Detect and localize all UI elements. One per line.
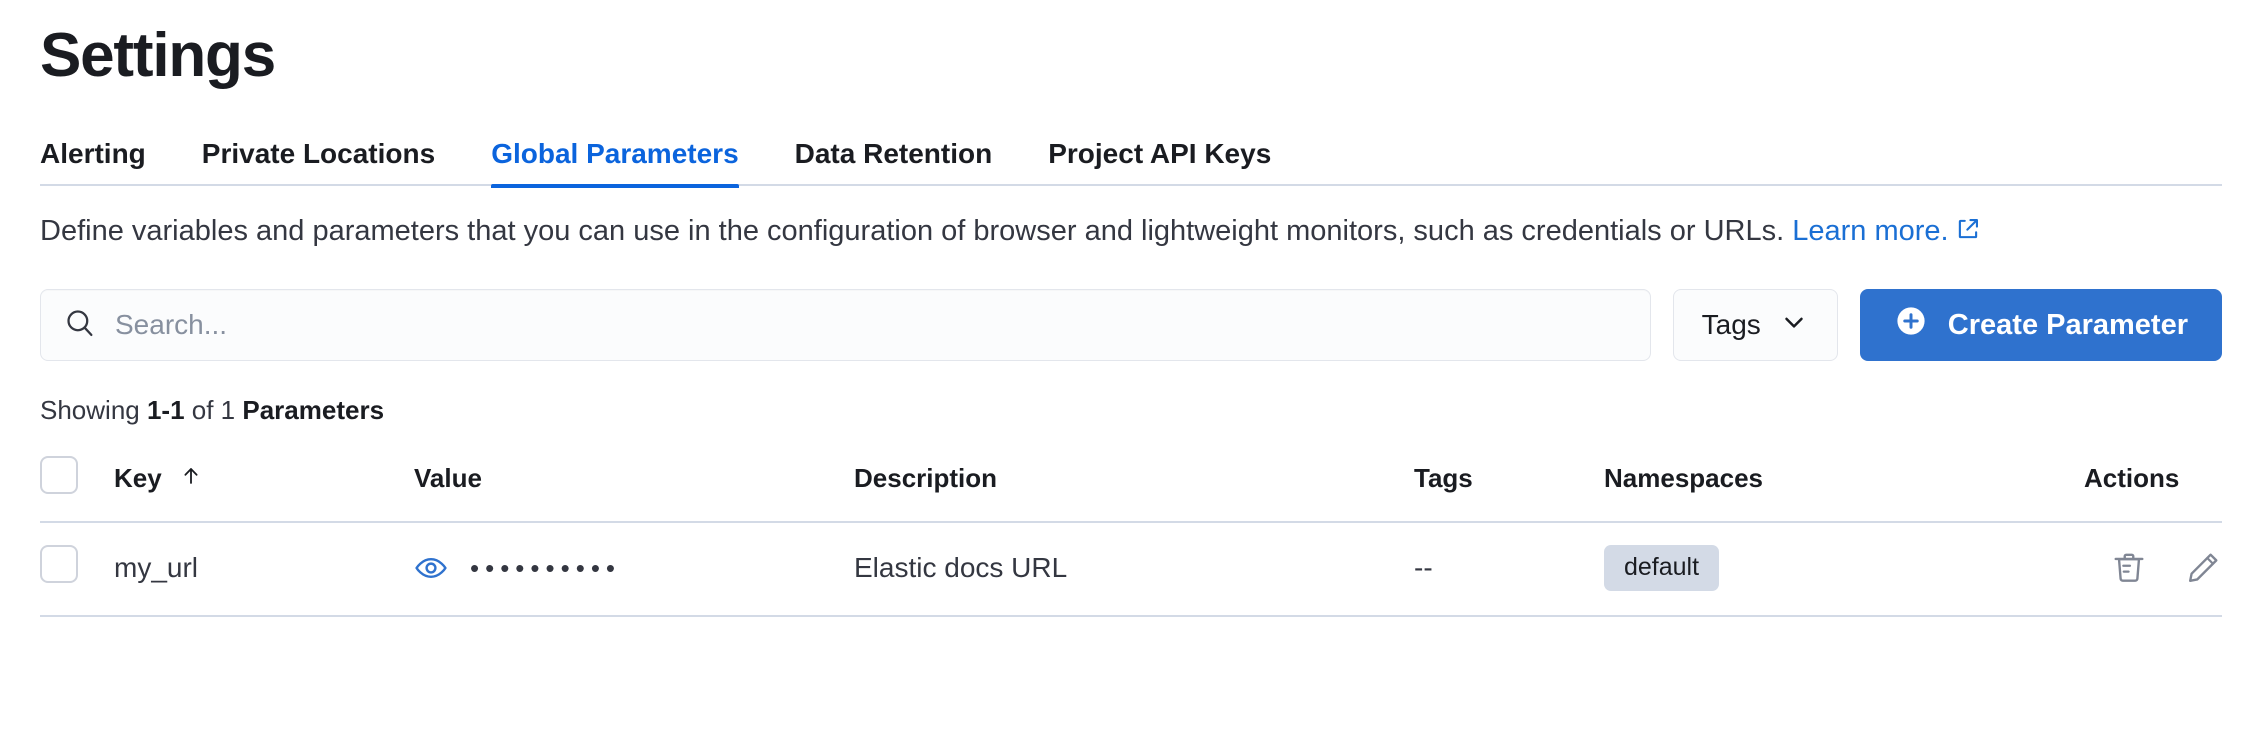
table-row: my_url •••••••••• Elastic docs URL -- [40, 522, 2222, 617]
column-header-tags[interactable]: Tags [1414, 448, 1604, 524]
trash-icon[interactable] [2110, 549, 2148, 587]
tabs-bar: Alerting Private Locations Global Parame… [40, 120, 2222, 189]
eye-icon[interactable] [414, 551, 448, 585]
row-actions [2084, 549, 2222, 587]
cell-actions [2084, 522, 2222, 617]
summary-middle: of 1 [184, 395, 243, 426]
select-all-header [40, 448, 114, 524]
summary-entity: Parameters [242, 395, 385, 426]
controls-row: Tags Create Parameter [40, 289, 2222, 362]
tab-data-retention[interactable]: Data Retention [794, 138, 993, 170]
cell-key: my_url [114, 522, 414, 617]
masked-value: •••••••••• [470, 552, 622, 583]
column-header-namespaces[interactable]: Namespaces [1604, 448, 2084, 524]
page-description: Define variables and parameters that you… [40, 212, 2222, 253]
tab-project-api-keys[interactable]: Project API Keys [1048, 138, 1272, 170]
learn-more-label: Learn more. [1792, 215, 1949, 248]
parameters-table: Key Value Description Tags Namespaces Ac… [40, 448, 2222, 617]
description-text: Define variables and parameters that you… [40, 215, 1785, 248]
tab-list: Alerting Private Locations Global Parame… [40, 120, 2222, 189]
cell-description: Elastic docs URL [854, 522, 1414, 617]
tags-filter-dropdown[interactable]: Tags [1672, 289, 1838, 362]
pencil-icon[interactable] [2184, 549, 2222, 587]
row-checkbox[interactable] [40, 545, 78, 584]
chevron-down-icon [1779, 307, 1809, 344]
cell-value: •••••••••• [414, 522, 854, 617]
plus-circle-icon [1894, 304, 1928, 346]
column-header-description[interactable]: Description [854, 448, 1414, 524]
tab-alerting[interactable]: Alerting [40, 138, 146, 170]
table-header: Key Value Description Tags Namespaces Ac… [40, 448, 2222, 524]
table-body: my_url •••••••••• Elastic docs URL -- [40, 522, 2222, 617]
value-cell-inner: •••••••••• [414, 551, 854, 585]
create-parameter-button[interactable]: Create Parameter [1859, 289, 2222, 362]
table-header-row: Key Value Description Tags Namespaces Ac… [40, 448, 2222, 524]
column-header-value[interactable]: Value [414, 448, 854, 524]
external-link-icon [1955, 214, 1981, 253]
select-all-checkbox[interactable] [40, 456, 78, 495]
search-input[interactable] [115, 290, 1628, 361]
summary-prefix: Showing [40, 395, 147, 426]
search-box[interactable] [40, 289, 1651, 362]
search-icon [63, 306, 97, 345]
results-summary: Showing 1-1 of 1 Parameters [40, 395, 2222, 426]
row-select-cell [40, 522, 114, 617]
cell-tags: -- [1414, 522, 1604, 617]
create-parameter-label: Create Parameter [1947, 308, 2188, 341]
page-title: Settings [40, 21, 276, 90]
column-header-key[interactable]: Key [114, 448, 414, 524]
summary-range: 1-1 [146, 395, 185, 426]
tags-filter-label: Tags [1701, 309, 1761, 341]
learn-more-link[interactable]: Learn more. [1792, 215, 1980, 247]
column-header-actions: Actions [2084, 448, 2222, 524]
column-header-key-label: Key [114, 462, 162, 493]
namespace-badge: default [1604, 545, 1720, 591]
arrow-up-icon [179, 464, 203, 495]
tab-global-parameters[interactable]: Global Parameters [463, 140, 766, 189]
tab-private-locations[interactable]: Private Locations [201, 138, 436, 170]
cell-namespaces: default [1604, 522, 2084, 617]
